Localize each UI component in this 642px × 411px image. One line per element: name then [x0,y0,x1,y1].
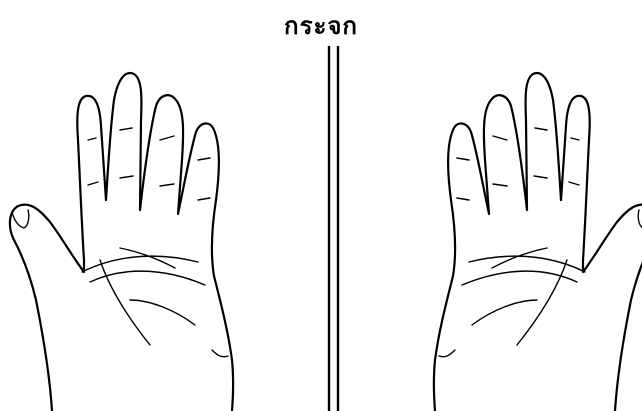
left-hand-drawing [10,73,233,411]
mirror-line [329,46,338,411]
right-hand-drawing [434,73,642,411]
